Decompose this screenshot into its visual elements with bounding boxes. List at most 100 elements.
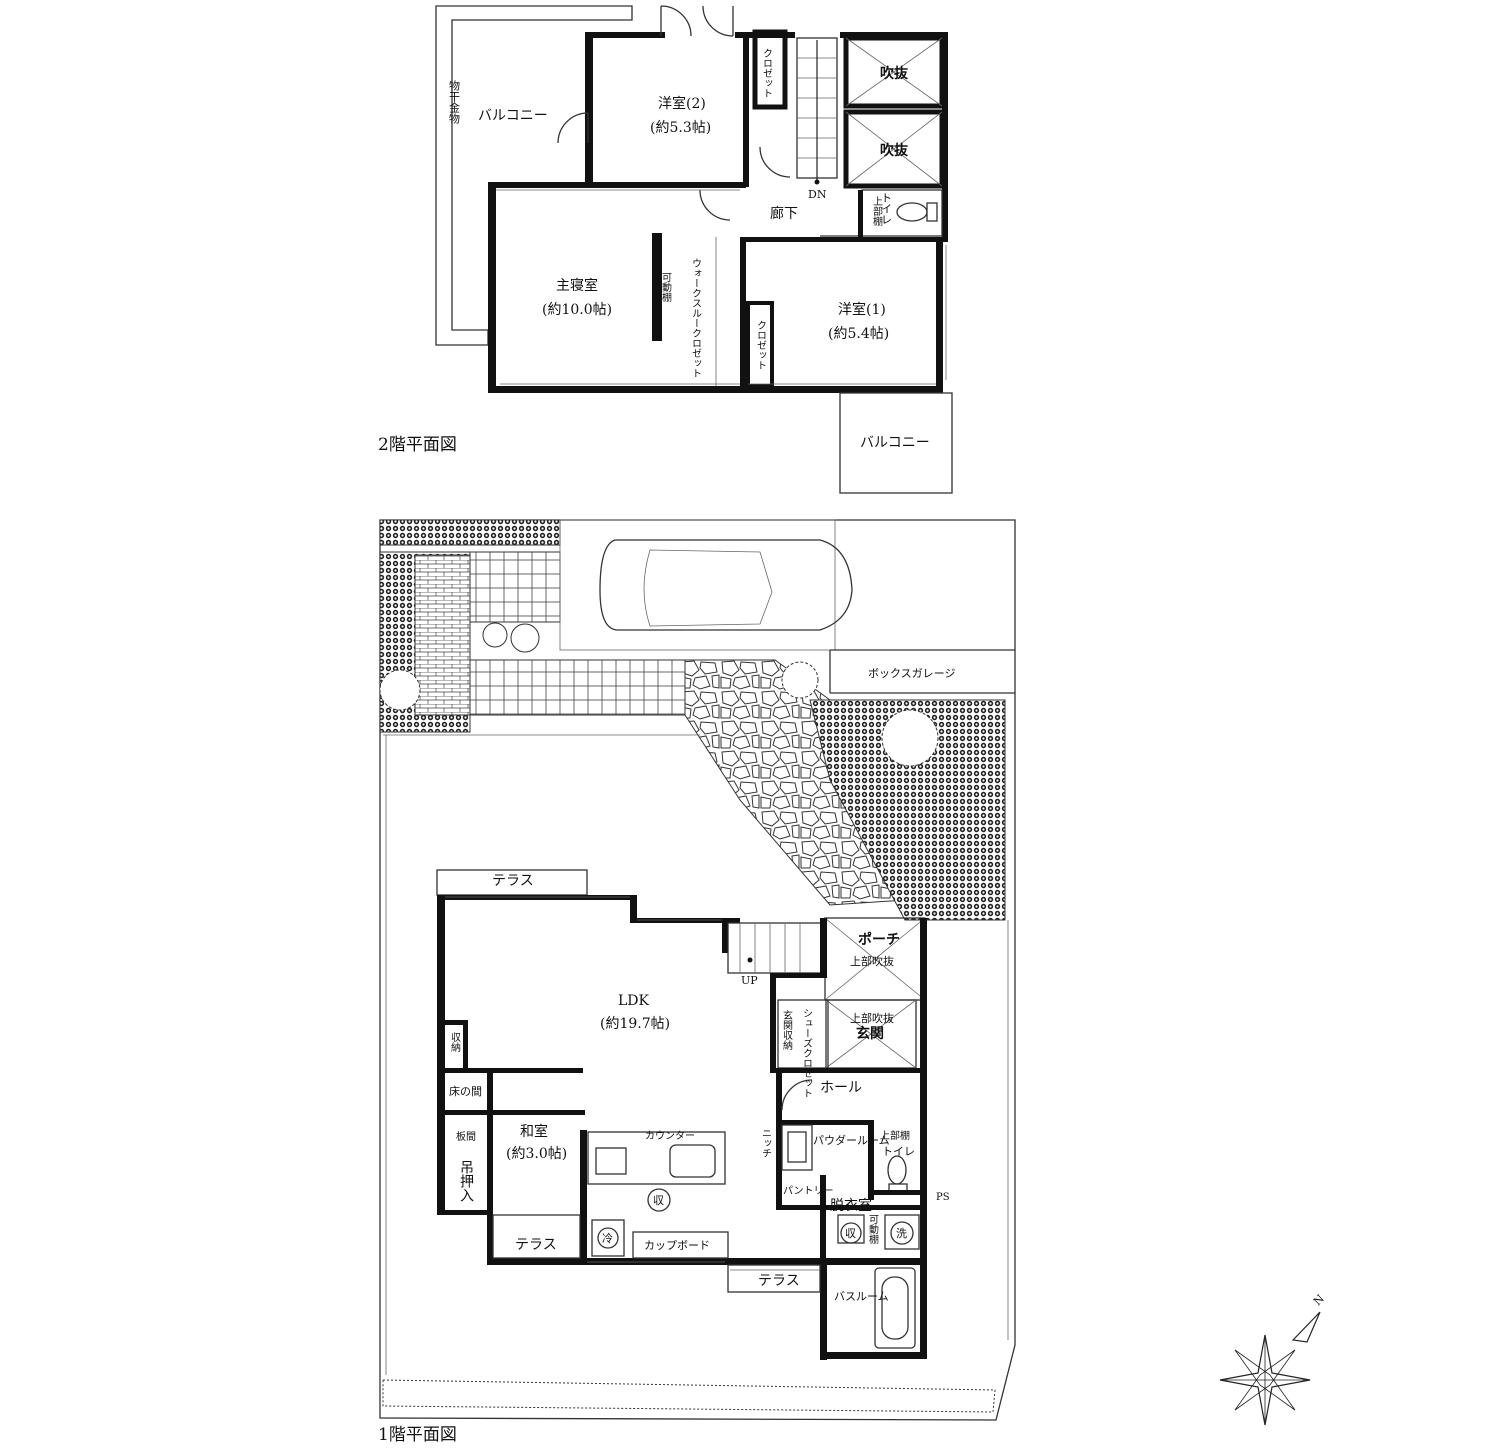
north-arrow-icon: [1291, 1311, 1321, 1343]
storage-mark-circle: [840, 1222, 862, 1244]
upper-shelf-1f-label: 上部棚: [880, 1129, 910, 1142]
pantry-label: パントリー: [783, 1185, 834, 1197]
wall: [585, 32, 593, 187]
stair-dn-label: DN: [808, 188, 827, 201]
planting-strip: [379, 519, 561, 546]
counter-label: カウンター: [645, 1130, 695, 1142]
fridge-mark-circle: [597, 1227, 619, 1249]
stair-up-label: UP: [741, 974, 758, 987]
wall: [868, 1120, 874, 1200]
room2-closet-label: クロゼット: [761, 48, 773, 98]
shrub-icon: [482, 622, 508, 648]
void-2-label: 吹抜: [880, 142, 909, 159]
entrance-label: 玄関: [856, 1025, 884, 1042]
wall: [820, 1175, 826, 1265]
fridge-box: [591, 1219, 625, 1257]
kitchen-sink-icon: [669, 1144, 716, 1178]
dressing-label: 脱衣室: [830, 1197, 872, 1214]
wall: [630, 895, 637, 923]
terrace-west-label: テラス: [515, 1237, 557, 1253]
wall: [445, 1068, 583, 1073]
wall: [776, 1205, 926, 1210]
balcony-south-outline: [839, 392, 953, 494]
wall: [776, 1068, 920, 1073]
shoes-closet-label: シューズクロゼット: [801, 1008, 813, 1098]
site-plan: [379, 519, 1016, 1421]
stove-icon: [595, 1147, 627, 1175]
wall: [580, 1258, 823, 1265]
terrace-north-label: テラス: [492, 873, 534, 889]
wall: [463, 1020, 468, 1068]
void-cross-2: [845, 111, 943, 187]
floor2-title: 2階平面図: [378, 435, 457, 455]
wall: [820, 1258, 827, 1360]
wall: [840, 32, 948, 38]
stair-treads: [739, 923, 801, 973]
door-swing: [759, 146, 791, 178]
cupboard-label: カップボード: [644, 1239, 710, 1252]
floor1-title: 1階平面図: [378, 1425, 457, 1445]
windows: [496, 189, 947, 385]
wall: [585, 32, 665, 38]
door-swing: [660, 5, 692, 37]
tile-paving: [469, 551, 561, 623]
bath-label: バスルーム: [834, 1290, 889, 1303]
room2-name: 洋室(2): [658, 95, 706, 112]
drying-rack-label: 物干金物: [448, 79, 461, 124]
site-boundary: [379, 519, 1016, 1421]
entrance-storage-label: 玄関収納: [781, 1009, 793, 1051]
closet-2: [752, 29, 788, 110]
door-swing: [557, 112, 589, 144]
door-swing: [781, 1079, 813, 1111]
porch-void-cross: [824, 917, 926, 1001]
bathtub-icon: [874, 1267, 916, 1349]
car-roof: [643, 549, 773, 627]
void-1-label: 吹抜: [880, 65, 909, 82]
master-name: 主寝室: [556, 277, 598, 294]
tree-icon: [781, 661, 819, 699]
gravel-area: [809, 699, 1006, 921]
wall: [936, 240, 943, 392]
wall: [776, 1068, 782, 1208]
wall: [874, 1190, 924, 1195]
toilet-tank-icon: [926, 202, 938, 222]
storage-mark-kitchen: 収: [653, 1194, 664, 1207]
room1-size: (約5.4帖): [828, 326, 889, 342]
wall: [445, 1020, 465, 1025]
oshiire-label: 吊押入: [458, 1160, 474, 1202]
toilet-1f-label: トイレ: [882, 1145, 915, 1158]
powder-room-label: パウダールーム: [813, 1133, 890, 1147]
tile-paving: [469, 659, 686, 716]
porch-void-label: 上部吹抜: [850, 954, 894, 968]
room2-size: (約5.3帖): [650, 120, 711, 136]
compass-rose: [1219, 1311, 1321, 1426]
upper-shelf-2f-label: 上部棚: [871, 196, 883, 227]
car-icon: [599, 539, 853, 631]
ldk-name: LDK: [618, 993, 650, 1009]
tree-icon: [881, 709, 939, 767]
door-swing: [702, 5, 734, 37]
wall: [580, 1130, 587, 1265]
storage-mark-circle: [647, 1188, 671, 1212]
movable-shelf-1f-label: 可動棚: [867, 1214, 879, 1245]
wall: [488, 182, 496, 392]
wall: [488, 386, 943, 393]
box-garage-outline: [829, 649, 1015, 694]
sink-counter: [781, 1124, 813, 1171]
tokonoma-label: 床の間: [449, 1084, 482, 1098]
wall: [488, 182, 746, 188]
movable-shelf-2f-label: 可動棚: [660, 272, 672, 303]
door-swing: [699, 189, 731, 221]
wall: [487, 1258, 587, 1265]
wash-mark: 洗: [896, 1227, 907, 1240]
compass-north-label: N: [1311, 1292, 1327, 1308]
room1-closet-label: クロゼット: [755, 320, 767, 370]
windows: [445, 896, 820, 1271]
void-box-2: [843, 109, 945, 189]
washitsu-size: (約3.0帖): [506, 1146, 567, 1162]
terrace-south-label: テラス: [758, 1273, 800, 1289]
shrub-icon: [510, 623, 540, 653]
hallway-label: 廊下: [770, 205, 798, 222]
kitchen-counter: [587, 1131, 726, 1185]
wall: [770, 973, 826, 978]
